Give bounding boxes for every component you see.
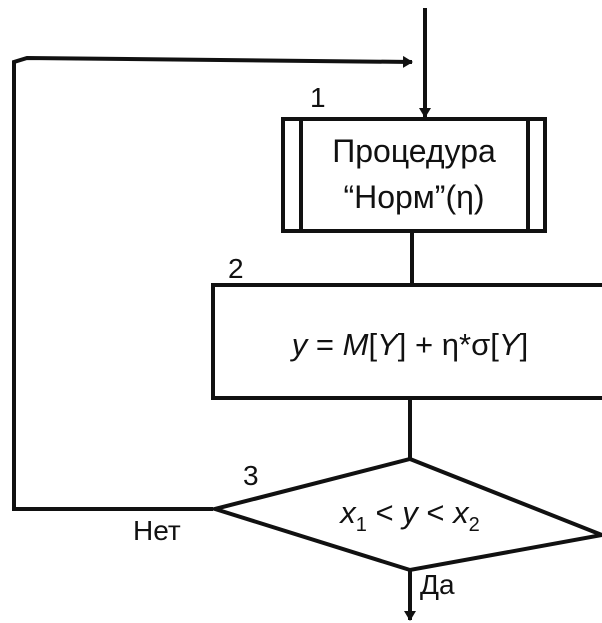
block-3-condition: x1 < y < x2 xyxy=(338,495,479,536)
yes-branch-label: Да xyxy=(420,569,455,600)
no-branch-label: Нет xyxy=(133,515,181,546)
block-2-number: 2 xyxy=(228,253,244,284)
block-1-line-2: “Норм”(η) xyxy=(343,179,484,215)
block-1-number: 1 xyxy=(310,82,326,113)
block-3-number: 3 xyxy=(243,460,259,491)
no-loop-line xyxy=(12,55,413,511)
block-2-formula: y = M[Y] + η*σ[Y] xyxy=(290,327,528,362)
block-1-line-1: Процедура xyxy=(332,133,496,169)
block-1-procedure: Процедура “Норм”(η) xyxy=(281,117,547,233)
block-2-process xyxy=(211,283,602,400)
